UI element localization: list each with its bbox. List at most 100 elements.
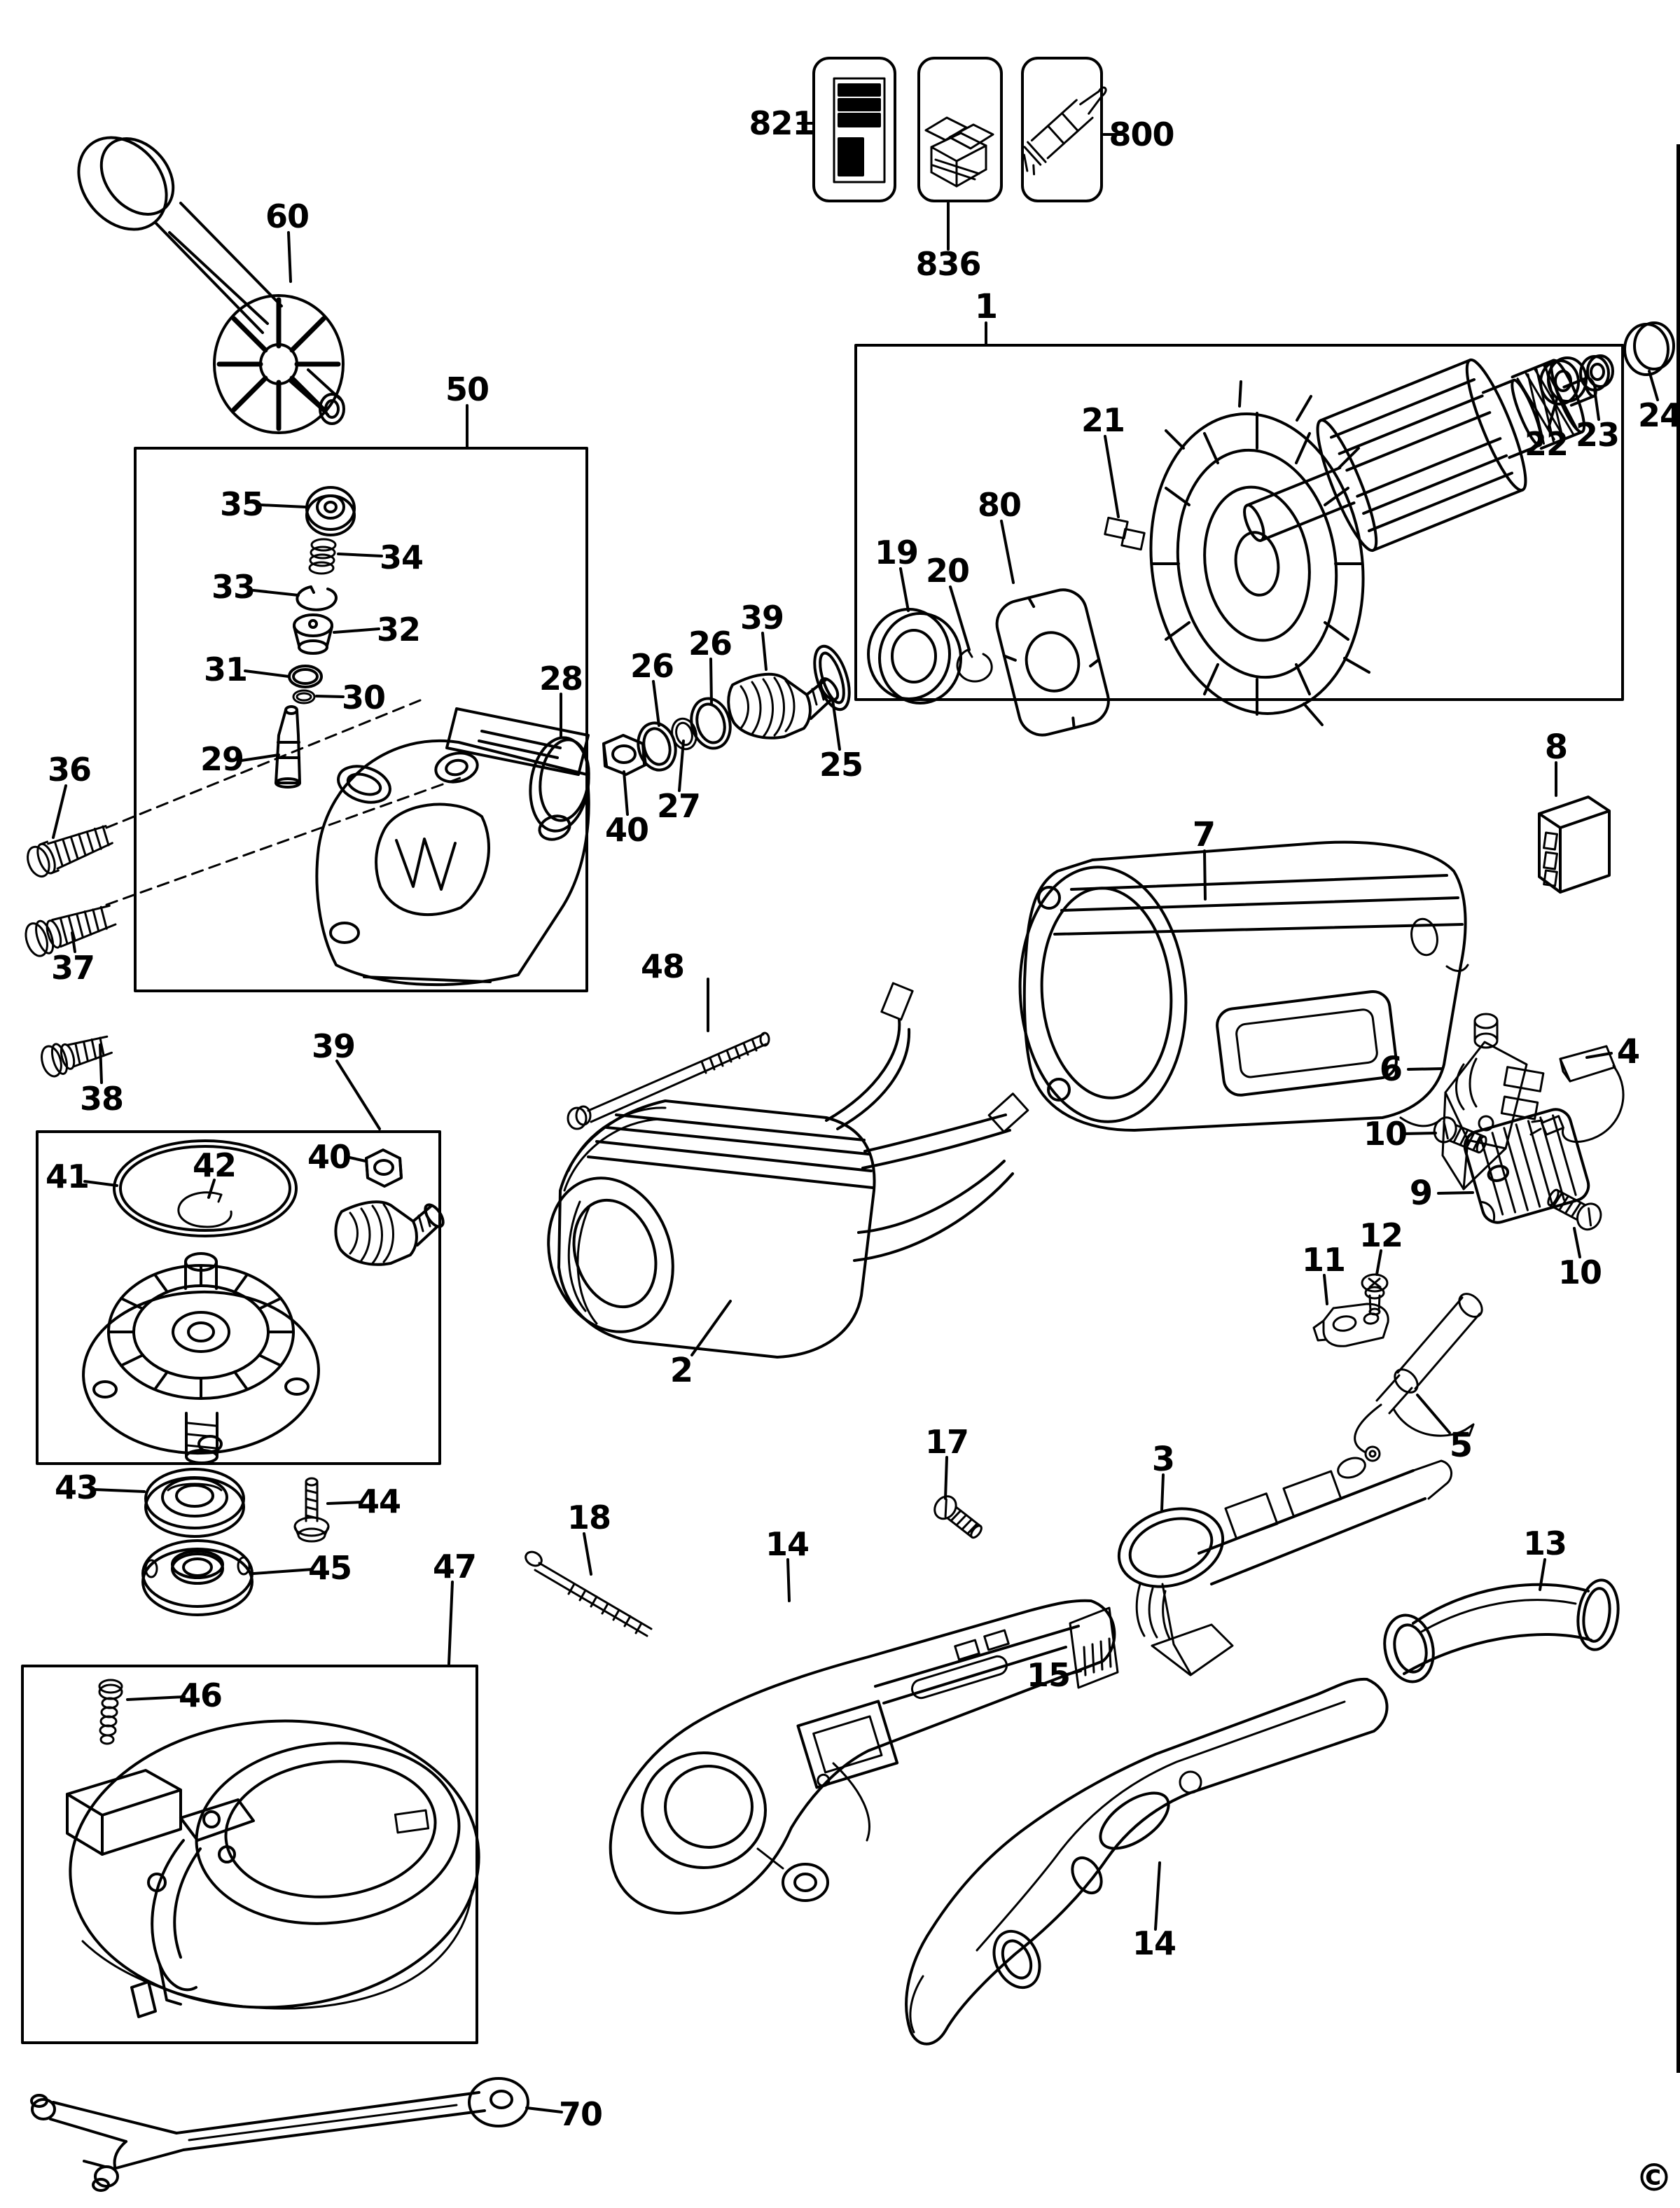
circlip-42-drawing — [177, 1191, 232, 1228]
fan-drawing — [1149, 380, 1370, 726]
screw-46-drawing — [98, 1679, 123, 1745]
accessory-836-icon — [924, 116, 994, 188]
part-callout-32: 32 — [376, 611, 421, 648]
switch-lever-3-drawing — [1117, 1457, 1452, 1676]
screw-10-upper-drawing — [1433, 1116, 1487, 1154]
inspection-cover-9-drawing — [1463, 1108, 1590, 1224]
side-handle-60-drawing — [77, 136, 345, 434]
screw-37-drawing — [25, 904, 117, 957]
part-callout-26a: 26 — [630, 647, 674, 685]
wheel-guard-47-drawing — [66, 1719, 480, 2018]
part-callout-800: 800 — [1109, 116, 1174, 153]
screw-44-drawing — [293, 1477, 330, 1543]
clip-11-drawing — [1312, 1303, 1389, 1347]
part-callout-19: 19 — [874, 534, 919, 571]
bearing-washer-43-drawing — [144, 1468, 245, 1538]
part-callout-13: 13 — [1522, 1525, 1567, 1562]
motor-housing-7-drawing — [1018, 840, 1469, 1132]
part-callout-14b: 14 — [1132, 1924, 1176, 1962]
part-callout-40b: 40 — [307, 1138, 352, 1176]
handle-half-14-right-drawing — [905, 1677, 1389, 2046]
diaphragm-41-drawing — [113, 1139, 298, 1237]
part-callout-14a: 14 — [765, 1525, 810, 1563]
part-callout-4: 4 — [1616, 1032, 1640, 1071]
ring-26b-drawing — [690, 697, 732, 750]
part-callout-48: 48 — [640, 947, 685, 985]
washer-23-drawing — [1579, 354, 1614, 391]
o-ring-31-drawing — [288, 665, 323, 688]
brush-holder-6-drawing — [1441, 1013, 1545, 1190]
spindle-lock-button-32-drawing — [293, 613, 333, 655]
screw-36-drawing — [27, 825, 113, 878]
part-callout-37: 37 — [50, 949, 95, 987]
nut-40b-drawing — [365, 1148, 403, 1188]
part-callout-25: 25 — [819, 746, 863, 784]
part-call out-6: 6 — [1379, 1050, 1403, 1089]
dashed-assembly-lines — [105, 699, 464, 906]
pinion-39b-drawing — [334, 1200, 445, 1266]
group-box-gearcase-50 — [134, 447, 588, 992]
part-callout-8: 8 — [1544, 728, 1568, 767]
part-callout-18: 18 — [567, 1499, 611, 1536]
screw-18-drawing — [525, 1550, 653, 1637]
brush-4-drawing — [1529, 1045, 1625, 1143]
grease-tube-800-icon — [1022, 86, 1107, 176]
fan-clip-21-drawing — [1104, 516, 1146, 551]
part-callout-39a: 39 — [740, 599, 784, 637]
brush-spring-plate-15-drawing — [1069, 1606, 1119, 1689]
ring-30-drawing — [292, 689, 316, 704]
part-callout-1: 1 — [974, 287, 998, 326]
nameplate-821-icon — [833, 77, 886, 183]
bearing-22-drawing — [1539, 356, 1588, 405]
part-callout-11: 11 — [1301, 1241, 1346, 1279]
part-callout-47: 47 — [432, 1548, 477, 1585]
baffle-80-drawing — [995, 588, 1110, 737]
outer-flange-45-drawing — [141, 1539, 254, 1616]
part-callout-30: 30 — [341, 679, 386, 716]
part-callout-10b: 10 — [1557, 1254, 1602, 1291]
armature-21-stack-drawing — [1243, 358, 1597, 553]
handle-half-14-left-drawing — [609, 1599, 1116, 1915]
part-callout-34: 34 — [379, 539, 424, 576]
group-box-800 — [1021, 57, 1103, 202]
part-callout-21: 21 — [1081, 401, 1125, 439]
part-callout-31: 31 — [203, 651, 248, 688]
part-callout-821: 821 — [749, 104, 814, 142]
part-callout-836: 836 — [915, 245, 981, 283]
gearcase-housing-drawing — [315, 707, 590, 987]
part-callout-44: 44 — [356, 1483, 401, 1520]
part-callout-2: 2 — [669, 1351, 693, 1390]
ring-24-drawing — [1623, 321, 1675, 376]
part-callout-17: 17 — [924, 1423, 969, 1461]
part-callout-70: 70 — [558, 2095, 603, 2133]
circlip-20-drawing — [956, 648, 993, 683]
field-bolt-48-drawing — [567, 1032, 770, 1130]
pin-spanner-70-drawing — [30, 2077, 529, 2192]
brush-8-drawing — [1538, 796, 1611, 894]
group-box-821 — [812, 57, 896, 202]
page-edge-line — [1676, 144, 1680, 2073]
screw-38-drawing — [41, 1035, 113, 1078]
part-callout-5: 5 — [1449, 1426, 1473, 1465]
pin-29-drawing — [275, 705, 301, 789]
part-callout-15: 15 — [1026, 1656, 1071, 1694]
part-callout-35: 35 — [219, 485, 264, 523]
part-callout-10a: 10 — [1363, 1115, 1408, 1153]
part-callout-36: 36 — [47, 751, 92, 789]
washer-25-drawing — [813, 644, 851, 711]
part-callout-38: 38 — [79, 1080, 124, 1118]
part-callout-23: 23 — [1575, 416, 1620, 454]
part-callout-22: 22 — [1524, 425, 1569, 463]
bearing-19-drawing — [867, 608, 962, 704]
spindle-gear-drawing — [82, 1252, 320, 1464]
part-callout-33: 33 — [211, 568, 256, 606]
field-2-drawing — [547, 982, 1029, 1359]
cord-guard-5-drawing — [1354, 1293, 1483, 1462]
part-callout-80: 80 — [977, 486, 1022, 524]
screw-17-drawing — [933, 1495, 983, 1539]
spring-34-drawing — [308, 538, 337, 575]
part-callout-9: 9 — [1409, 1174, 1433, 1213]
part-callout-43: 43 — [54, 1468, 99, 1506]
bearing-35-drawing — [305, 486, 356, 536]
